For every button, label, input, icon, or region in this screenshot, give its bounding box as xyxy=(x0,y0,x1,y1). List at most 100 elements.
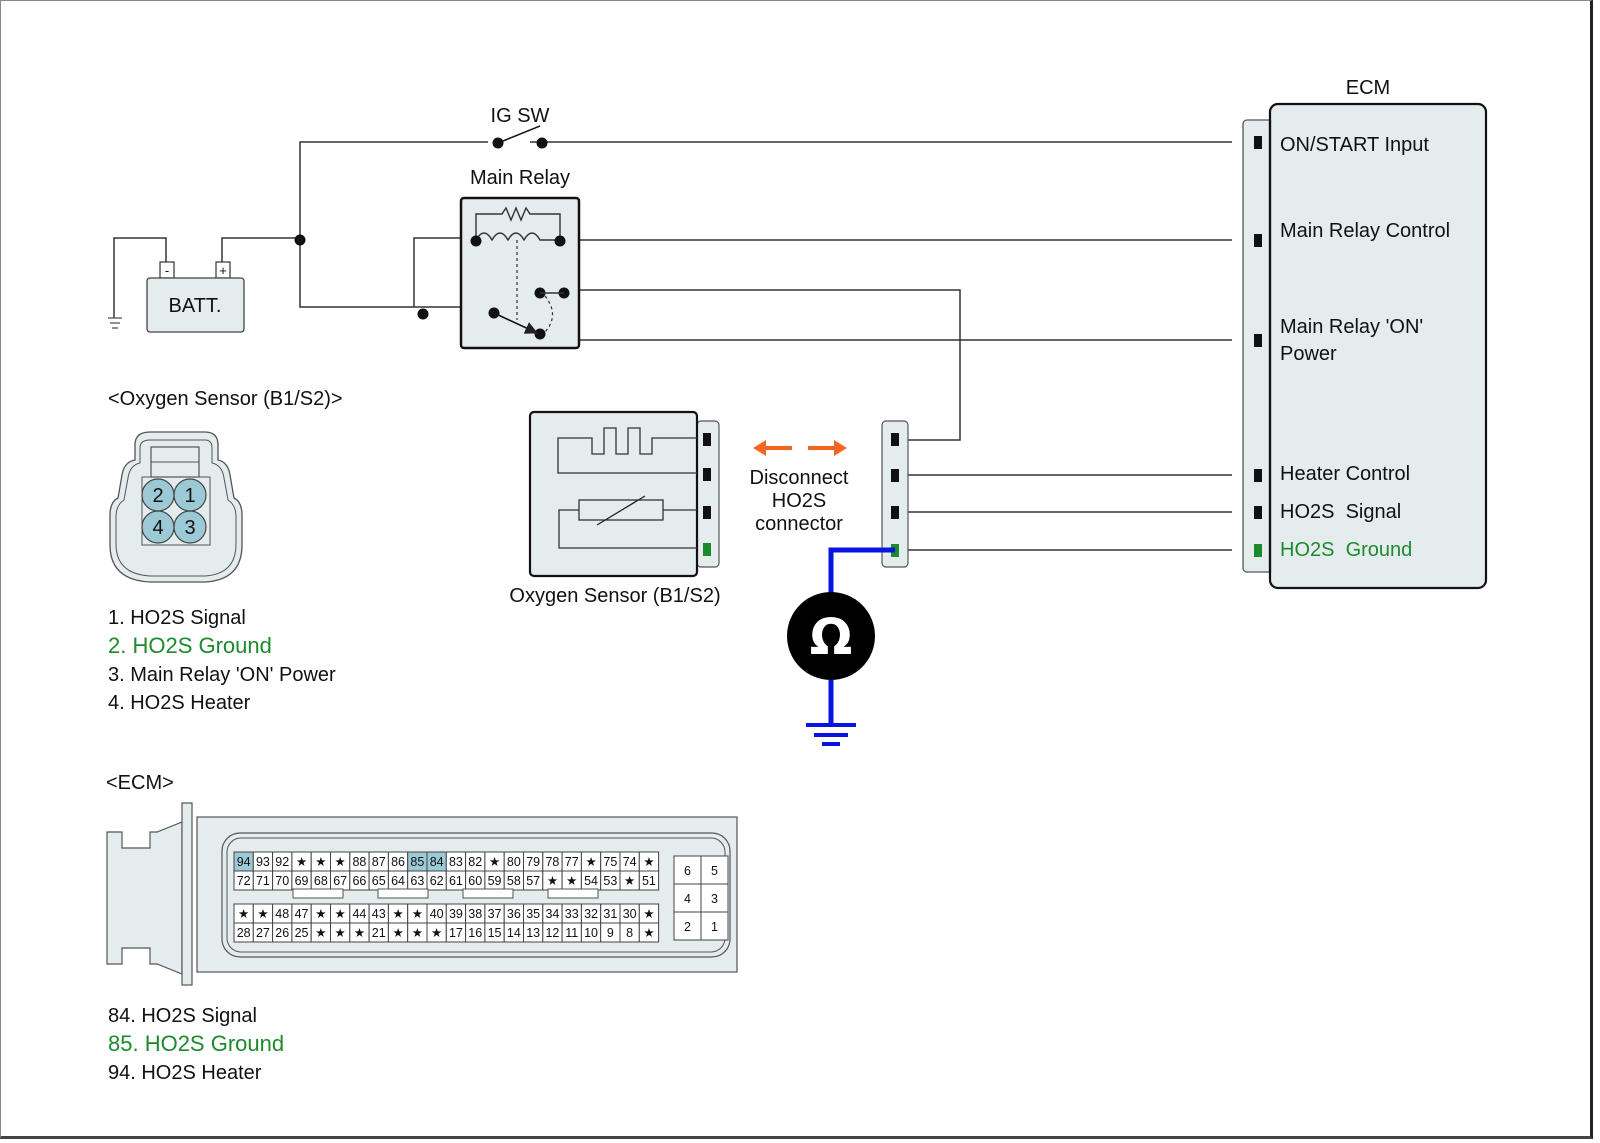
ecm-pin-label: 57 xyxy=(526,874,540,888)
ecm-pin-label: ★ xyxy=(431,926,442,940)
ecm-pin-label: ★ xyxy=(354,926,365,940)
ecm-small-pin-cell xyxy=(673,883,702,913)
ecm-pin-label: 32 xyxy=(584,907,598,921)
ecm-pin-label: ★ xyxy=(392,907,403,921)
ecm-pin-label: ★ xyxy=(547,874,558,888)
disconnect-note-line3: connector xyxy=(755,513,843,535)
ecm-pin-label: 84 xyxy=(430,855,444,869)
ecm-pin-label: 47 xyxy=(295,907,309,921)
ecm-pin-label: 16 xyxy=(468,926,482,940)
ecm-pin-label: ★ xyxy=(315,855,326,869)
ecm-pin-label: 34 xyxy=(545,907,559,921)
ecm-pin-label: 60 xyxy=(468,874,482,888)
ecm-pin-label: 9 xyxy=(607,926,614,940)
ecm-pin-label: 33 xyxy=(565,907,579,921)
wire-ig-left xyxy=(299,141,488,238)
disconnect-note-line2: HO2S xyxy=(772,490,826,512)
ecm-small-pin-label: 4 xyxy=(684,892,691,906)
ecm-small-pin-cell xyxy=(700,883,729,913)
ecm-pin-label: 88 xyxy=(352,855,366,869)
ecm-small-pin-cell xyxy=(700,855,729,885)
battery-neg-terminal: - xyxy=(165,263,169,278)
ecm-pin-terminal xyxy=(1254,469,1262,482)
ecm-small-pin-label: 1 xyxy=(711,920,718,934)
ecm-pin-label: 30 xyxy=(623,907,637,921)
ecm-small-pin-cell xyxy=(673,911,702,941)
ecm-pin-label: ★ xyxy=(489,855,500,869)
o2-connector-title: <Oxygen Sensor (B1/S2)> xyxy=(108,388,343,410)
junction-dot xyxy=(417,308,429,320)
ecm-pin-label-ho2s-ground: HO2S Ground xyxy=(1280,539,1412,561)
ecm-pin-label: 69 xyxy=(295,874,309,888)
ecm-pin-label: 78 xyxy=(545,855,559,869)
ecm-small-pin-label: 5 xyxy=(711,864,718,878)
harness-connector xyxy=(881,420,909,568)
ecm-connector-title: <ECM> xyxy=(106,772,174,794)
ecm-pin-label: 43 xyxy=(372,907,386,921)
ecm-pin-label: 82 xyxy=(468,855,482,869)
battery: - + BATT. xyxy=(108,261,245,333)
double-arrow-icon xyxy=(753,440,847,456)
ecm-pin-label-on-start: ON/START Input xyxy=(1280,134,1429,156)
ig-switch-label: IG SW xyxy=(491,105,550,127)
ecm-pin-label: 17 xyxy=(449,926,463,940)
ecm-pin-label: ★ xyxy=(335,855,346,869)
ecm-pin-label: 77 xyxy=(565,855,579,869)
ecm-pin-label: 66 xyxy=(352,874,366,888)
ground-icon xyxy=(806,723,856,746)
main-relay: Main Relay xyxy=(459,167,581,350)
ecm-pin-label-ho2s-signal: HO2S Signal xyxy=(1280,501,1401,523)
ecm-pin-label: 93 xyxy=(256,855,270,869)
o2-pin-label: 3 xyxy=(184,517,195,539)
ecm-pin-terminal-ground xyxy=(1254,544,1262,557)
ecm-pin-label: ★ xyxy=(257,907,268,921)
ohm-symbol: Ω xyxy=(810,608,853,666)
ecm-pin-label: ★ xyxy=(643,907,654,921)
ecm-pin-label-heater-control: Heater Control xyxy=(1280,463,1410,485)
ecm-block: ECM ON/START Input Main Relay Control Ma… xyxy=(1242,77,1488,590)
ecm-pin-label: 38 xyxy=(468,907,482,921)
ecm-pin-label: 65 xyxy=(372,874,386,888)
ecm-pin-label: 15 xyxy=(488,926,502,940)
ecm-pin-label: ★ xyxy=(412,907,423,921)
ecm-pin-label: 44 xyxy=(352,907,366,921)
ecm-pin-label: 83 xyxy=(449,855,463,869)
ecm-pin-label: 12 xyxy=(545,926,559,940)
ecm-pin-label: 87 xyxy=(372,855,386,869)
ecm-pin-label: 53 xyxy=(603,874,617,888)
ecm-pin-label: ★ xyxy=(315,926,326,940)
ecm-pin-label: 75 xyxy=(603,855,617,869)
ecm-pin-label: 13 xyxy=(526,926,540,940)
ecm-pin-label: 14 xyxy=(507,926,521,940)
ecm-pin-label: ★ xyxy=(643,855,654,869)
ecm-pin-label: 80 xyxy=(507,855,521,869)
ecm-pin-label: ★ xyxy=(335,907,346,921)
ecm-pin-label: 64 xyxy=(391,874,405,888)
ecm-legend-item: 94. HO2S Heater xyxy=(108,1062,262,1084)
wire-relay-out-top xyxy=(557,289,961,441)
ecm-pin-label: 27 xyxy=(256,926,270,940)
ecm-pin-label: 59 xyxy=(488,874,502,888)
ecm-pin-label: ★ xyxy=(296,855,307,869)
ecm-pin-label: 63 xyxy=(410,874,424,888)
wire-node-down xyxy=(299,238,485,308)
ecm-pin-label: 35 xyxy=(526,907,540,921)
ecm-pin-label: 72 xyxy=(237,874,251,888)
battery-pos-terminal: + xyxy=(219,263,227,278)
ecm-pin-label: 48 xyxy=(275,907,289,921)
ecm-pin-label: 8 xyxy=(626,926,633,940)
ecm-pin-label-main-relay-on-power: Main Relay 'ON' xyxy=(1280,316,1423,338)
main-relay-label: Main Relay xyxy=(470,167,570,189)
disconnect-note-line1: Disconnect xyxy=(750,467,849,489)
ecm-pin-cell xyxy=(638,870,660,891)
ecm-pin-label: ★ xyxy=(335,926,346,940)
ig-switch: IG SW xyxy=(491,105,550,149)
ohmmeter-lead xyxy=(828,547,895,595)
ecm-small-pin-label: 3 xyxy=(711,892,718,906)
ecm-small-pin-cell xyxy=(673,855,702,885)
